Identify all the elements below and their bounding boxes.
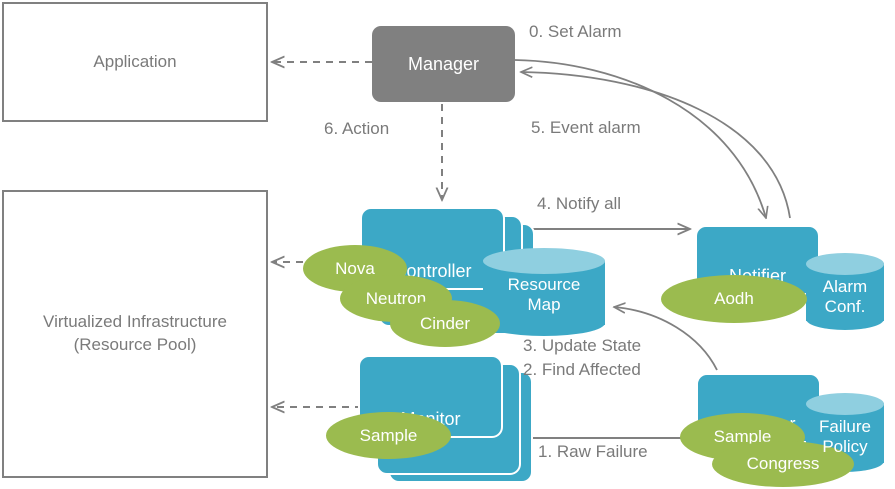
failure-policy-top (806, 393, 884, 415)
infrastructure-label-line2: (Resource Pool) (73, 335, 197, 354)
tag-congress-label: Congress (746, 454, 820, 473)
tag-cinder[interactable]: Cinder (390, 300, 500, 347)
alarm-conf-top (806, 253, 884, 275)
application-box: Application (2, 2, 268, 122)
edge-label-update-state: 3. Update State (523, 336, 642, 355)
infrastructure-label-line1: Virtualized Infrastructure (43, 312, 227, 332)
resource-map-top (483, 248, 605, 274)
resource-map-label-line2: Map (527, 294, 561, 314)
resource-map-label: Resource Map (483, 275, 605, 314)
edge-label-notify-all: 4. Notify all (537, 194, 622, 213)
edge-label-raw-failure: 1. Raw Failure (538, 442, 648, 461)
tag-inspector-sample-label: Sample (713, 427, 772, 446)
failure-policy-label: Failure Policy (806, 417, 884, 456)
edge-label-action: 6. Action (324, 119, 390, 138)
tag-aodh-label: Aodh (714, 289, 754, 308)
resource-map-bottom (483, 310, 605, 336)
tag-monitor-sample[interactable]: Sample (326, 412, 451, 459)
alarm-conf-label-line2: Conf. (824, 296, 866, 316)
edge-label-find-affected: 2. Find Affected (523, 360, 641, 379)
tag-cinder-label: Cinder (419, 313, 471, 333)
tag-neutron-label: Neutron (365, 288, 427, 308)
virtualized-infrastructure-box: Virtualized Infrastructure (Resource Poo… (2, 190, 268, 478)
failure-policy-label-line2: Policy (822, 436, 868, 456)
resource-map-datastore[interactable]: Resource Map (483, 248, 605, 338)
manager-box[interactable]: Manager (372, 26, 515, 102)
edge-label-event-alarm: 5. Event alarm (531, 118, 641, 137)
resource-map-label-line1: Resource (507, 275, 581, 294)
tag-nova-label: Nova (335, 258, 375, 278)
alarm-conf-label-line1: Alarm (822, 277, 868, 296)
application-label: Application (93, 51, 177, 71)
alarm-conf-datastore[interactable]: Alarm Conf. (806, 253, 884, 333)
failure-policy-label-line1: Failure (819, 417, 871, 436)
manager-label: Manager (407, 53, 480, 74)
alarm-conf-label: Alarm Conf. (806, 277, 884, 316)
tag-aodh[interactable]: Aodh (661, 275, 807, 323)
tag-monitor-sample-label: Sample (359, 425, 418, 445)
edge-label-set-alarm: 0. Set Alarm (529, 22, 622, 41)
alarm-conf-bottom (806, 308, 884, 330)
tag-congress[interactable]: Congress (712, 441, 854, 487)
